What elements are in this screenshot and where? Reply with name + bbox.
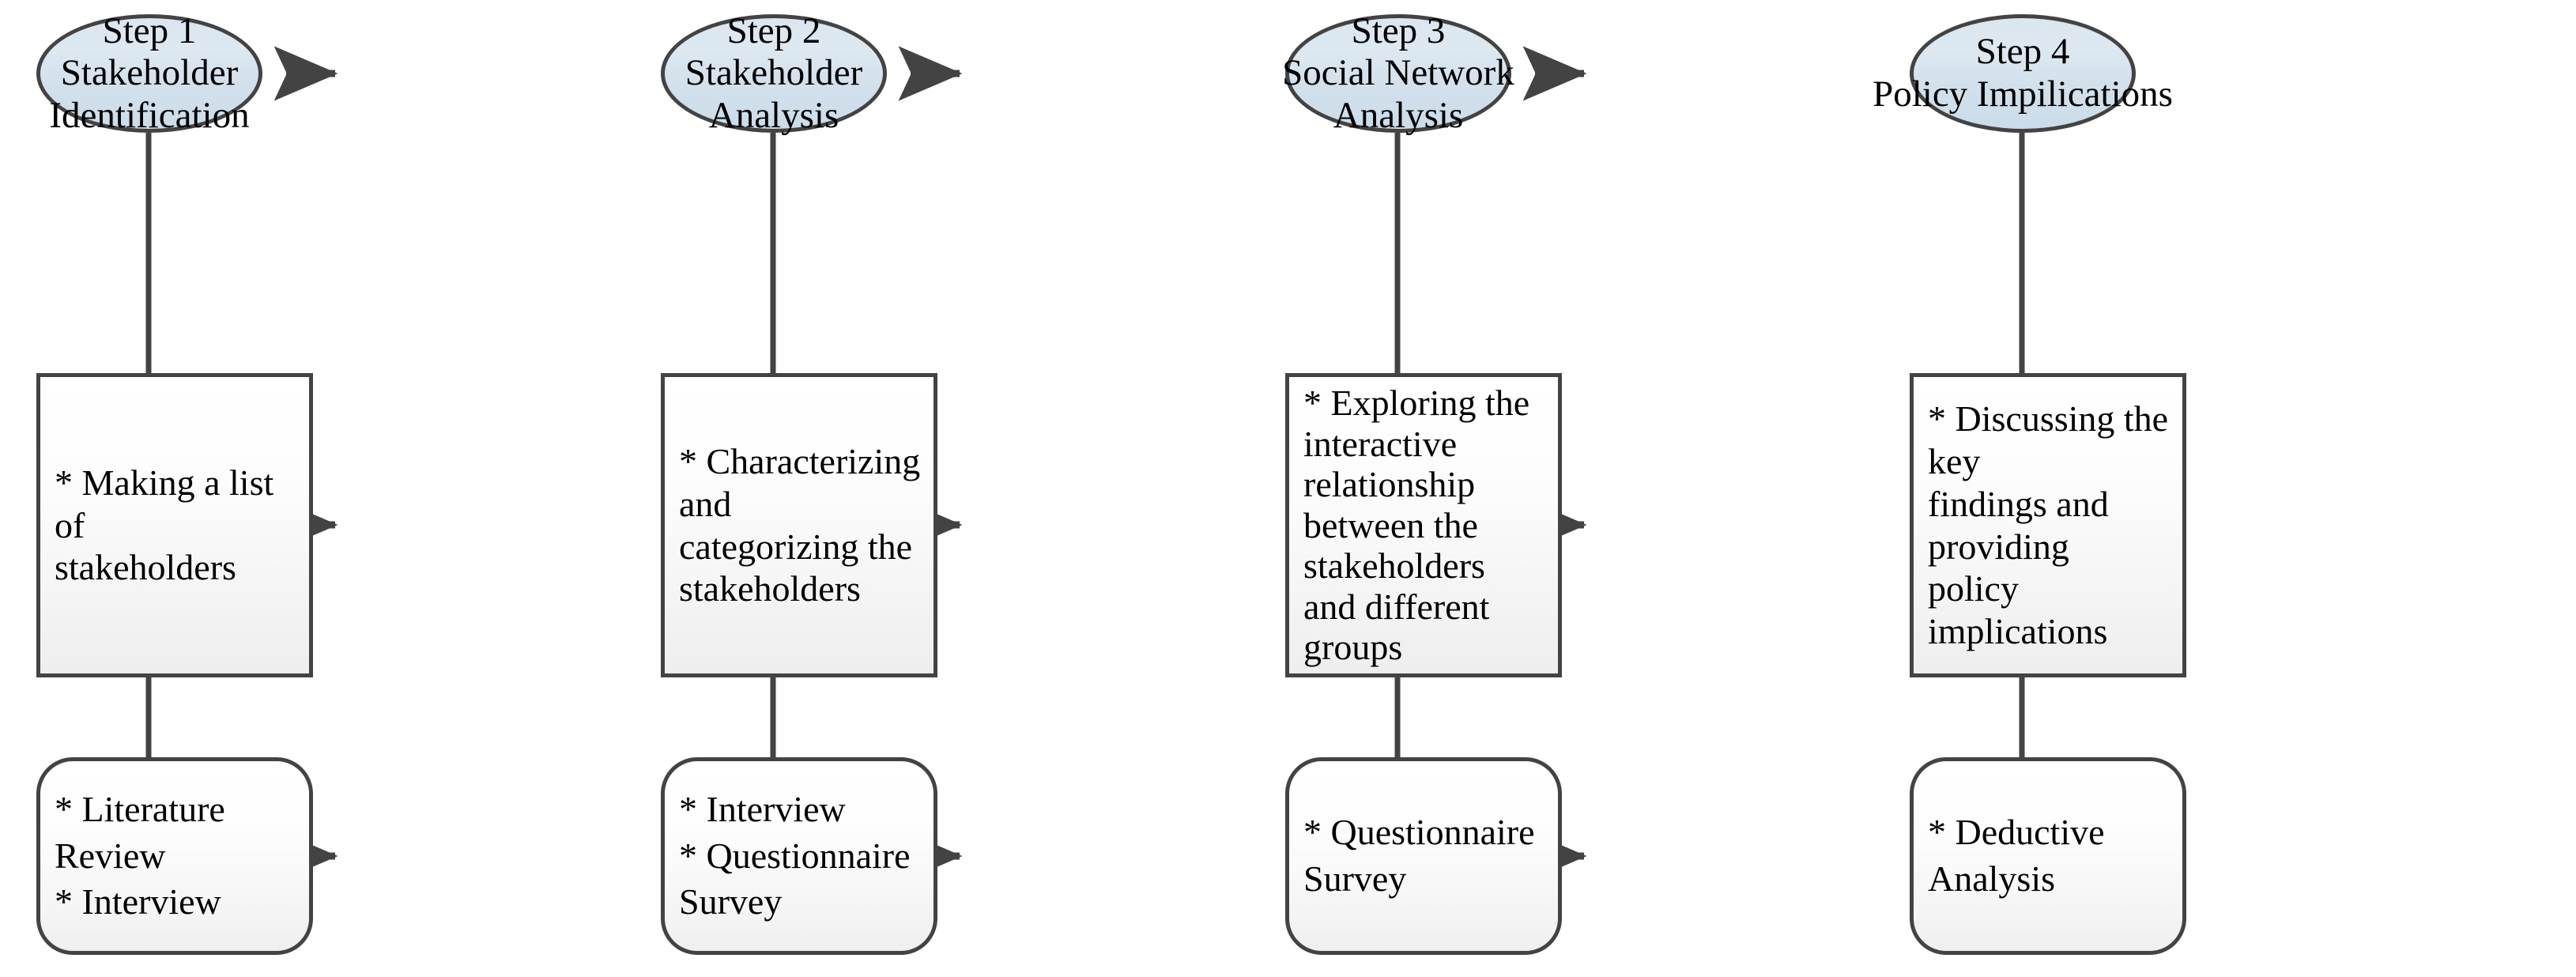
method-4-line-1: * Deductive Analysis bbox=[1928, 812, 2105, 899]
activity-3-line-2: interactive relationship bbox=[1303, 423, 1476, 505]
activity-3-line-3: between the stakeholders bbox=[1303, 504, 1485, 587]
activity-4-line-3: policy implications bbox=[1928, 568, 2108, 652]
method-2-line-1: * Interview bbox=[679, 788, 846, 829]
activity-1-text: * Making a list of stakeholders bbox=[40, 462, 309, 589]
method-1-line-2: * Interview bbox=[55, 881, 221, 922]
activity-2-line-3: stakeholders bbox=[679, 568, 861, 609]
activity-1-line-1: * Making a list of bbox=[55, 462, 274, 545]
activity-box-1[interactable]: * Making a list of stakeholders bbox=[36, 373, 313, 677]
method-4-text: * Deductive Analysis bbox=[1914, 809, 2182, 903]
activity-2-text: * Characterizing and categorizing the st… bbox=[665, 440, 933, 610]
step-2-line-3: Analysis bbox=[708, 94, 839, 136]
step-2-line-2: Stakeholder bbox=[685, 52, 863, 94]
method-2-line-2: * Questionnaire Survey bbox=[679, 835, 911, 922]
step-ellipse-3[interactable]: Step 3 Social Network Analysis bbox=[1282, 10, 1514, 136]
method-1-text: * Literature Review * Interview bbox=[40, 787, 309, 926]
activity-3-text: * Exploring the interactive relationship… bbox=[1289, 383, 1558, 668]
method-3-text: * Questionnaire Survey bbox=[1289, 809, 1558, 903]
step-3-line-1: Step 3 bbox=[1351, 9, 1446, 51]
step-4-line-2: Policy Impilications bbox=[1873, 74, 2173, 115]
activity-3-line-1: * Exploring the bbox=[1303, 383, 1530, 424]
method-box-1[interactable]: * Literature Review * Interview bbox=[36, 757, 313, 955]
activity-2-line-1: * Characterizing and bbox=[679, 440, 921, 524]
step-1-line-3: Identification bbox=[49, 94, 250, 136]
step-3-line-2: Social Network bbox=[1282, 52, 1514, 94]
step-1-line-1: Step 1 bbox=[102, 9, 197, 51]
step-3-line-3: Analysis bbox=[1333, 94, 1464, 136]
step-4-line-1: Step 4 bbox=[1975, 31, 2070, 73]
step-1-line-2: Stakeholder bbox=[60, 52, 239, 94]
activity-3-line-4: and different groups bbox=[1303, 586, 1490, 668]
activity-2-line-2: categorizing the bbox=[679, 526, 913, 567]
method-2-text: * Interview * Questionnaire Survey bbox=[665, 787, 933, 926]
activity-4-line-2: findings and providing bbox=[1928, 483, 2109, 567]
step-2-line-1: Step 2 bbox=[726, 9, 821, 51]
activity-box-4[interactable]: * Discussing the key findings and provid… bbox=[1910, 373, 2186, 677]
activity-4-line-1: * Discussing the key bbox=[1928, 398, 2169, 481]
method-box-2[interactable]: * Interview * Questionnaire Survey bbox=[661, 757, 937, 955]
step-ellipse-1[interactable]: Step 1 Stakeholder Identification bbox=[36, 10, 262, 136]
step-ellipse-2[interactable]: Step 2 Stakeholder Analysis bbox=[661, 10, 887, 136]
activity-1-line-2: stakeholders bbox=[55, 547, 236, 588]
activity-4-text: * Discussing the key findings and provid… bbox=[1914, 398, 2182, 653]
method-3-line-1: * Questionnaire Survey bbox=[1303, 812, 1535, 899]
activity-box-2[interactable]: * Characterizing and categorizing the st… bbox=[661, 373, 937, 677]
method-box-3[interactable]: * Questionnaire Survey bbox=[1285, 757, 1562, 955]
method-box-4[interactable]: * Deductive Analysis bbox=[1910, 757, 2186, 955]
activity-box-3[interactable]: * Exploring the interactive relationship… bbox=[1285, 373, 1562, 677]
method-1-line-1: * Literature Review bbox=[55, 788, 225, 876]
step-ellipse-4[interactable]: Step 4 Policy Impilications bbox=[1873, 14, 2173, 133]
